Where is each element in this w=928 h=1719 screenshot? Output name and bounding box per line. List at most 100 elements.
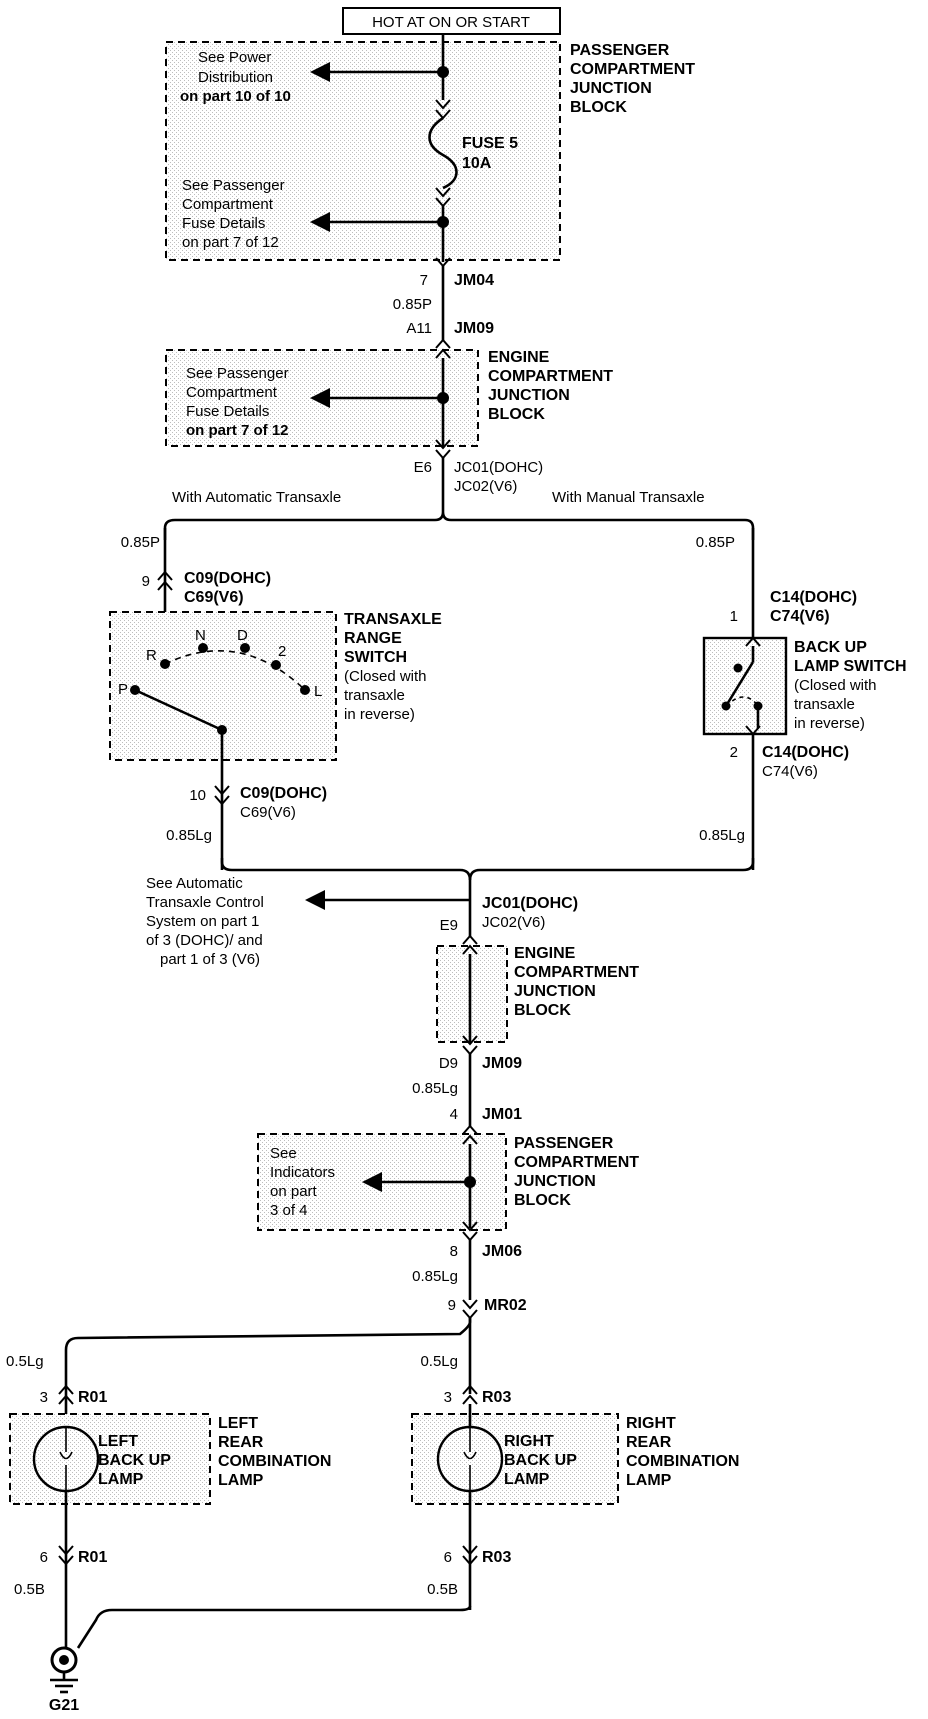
connector-chevron-icon	[435, 338, 451, 359]
switch-name-line: LAMP SWITCH	[794, 658, 907, 675]
connector-chevron-icon	[462, 934, 478, 955]
ecjb-top-name-line: BLOCK	[488, 406, 545, 423]
wire-branch-merge	[220, 858, 755, 881]
connector-label: JC02(V6)	[454, 478, 517, 495]
lamp-name-line: COMBINATION	[218, 1453, 331, 1470]
switch-name-line: BACK UP	[794, 639, 867, 656]
wire-right-to-ground	[76, 1605, 472, 1649]
fuse-icon	[428, 116, 458, 190]
fuse-rating: 10A	[462, 155, 492, 172]
contact-2	[271, 660, 281, 670]
ref-power-line: See Power	[198, 49, 271, 66]
wire-spec: 0.5Lg	[420, 1353, 458, 1370]
connector-chevron-icon	[157, 570, 173, 591]
ecjb-bottom-name-line: ENGINE	[514, 945, 576, 962]
position-label: L	[314, 683, 322, 700]
connector-label: C14(DOHC)	[762, 744, 849, 761]
pcjb-top-box	[165, 41, 561, 261]
ecjb-bottom-name: ENGINE COMPARTMENT JUNCTION BLOCK	[514, 945, 639, 1019]
wire-spec: 0.85P	[121, 534, 160, 551]
arrow-left-icon	[310, 62, 330, 82]
switch-blade	[134, 688, 223, 732]
back-up-switch-name: BACK UP LAMP SWITCH (Closed with transax…	[794, 639, 907, 732]
connector-chevron-icon	[462, 1384, 478, 1405]
pcjb-bottom-name-line: BLOCK	[514, 1192, 571, 1209]
lamp-label-line: BACK UP	[98, 1452, 171, 1469]
power-source-label: HOT AT ON OR START	[372, 14, 530, 31]
bulb-filament-icon	[463, 1427, 477, 1491]
ref-ind-line: Indicators	[270, 1164, 335, 1181]
ref-fuse-details-top[interactable]: See Passenger Compartment Fuse Details o…	[182, 177, 285, 251]
connector-chevron-icon	[58, 1384, 74, 1405]
connector-label: C69(V6)	[240, 804, 296, 821]
connector-chevron-icon	[214, 785, 230, 806]
wire-spec: 0.5B	[427, 1581, 458, 1598]
pcjb-top-name-line: JUNCTION	[570, 80, 652, 97]
fuse-name: FUSE 5	[462, 135, 518, 152]
contact-n	[198, 643, 208, 653]
ref-fuse-line: on part 7 of 12	[186, 422, 289, 439]
pcjb-top-name-line: BLOCK	[570, 99, 627, 116]
arrow-left-icon	[310, 212, 330, 232]
ref-fuse-line: Compartment	[182, 196, 274, 213]
pin-label: 8	[450, 1243, 458, 1260]
ref-fuse-line: Compartment	[186, 384, 278, 401]
lamp-label-line: LAMP	[504, 1471, 550, 1488]
pin-label: 9	[142, 573, 150, 590]
arrow-left-icon	[310, 388, 330, 408]
pcjb-bottom-name: PASSENGER COMPARTMENT JUNCTION BLOCK	[514, 1135, 639, 1209]
connector-label: R03	[482, 1549, 511, 1566]
right-combination-lamp-name: RIGHT REAR COMBINATION LAMP	[626, 1415, 739, 1489]
connector-chevron-icon	[462, 1545, 478, 1566]
ref-fuse-details-ecjb[interactable]: See Passenger Compartment Fuse Details o…	[186, 365, 289, 439]
pin-label: 2	[730, 744, 738, 761]
connector-label: JM06	[482, 1243, 522, 1260]
lamp-name-line: REAR	[626, 1434, 672, 1451]
connector-label: C74(V6)	[770, 608, 830, 625]
ref-power-line: Distribution	[198, 69, 273, 86]
connector-chevron-icon	[462, 1124, 478, 1145]
wire-spec: 0.85Lg	[412, 1080, 458, 1097]
wire-to-left-lamp	[64, 1318, 472, 1380]
switch-selector-arc	[164, 650, 306, 691]
lamp-name-line: REAR	[218, 1434, 264, 1451]
pin-label: 4	[450, 1106, 458, 1123]
connector-chevron-icon	[58, 1545, 74, 1566]
ref-atc-line: part 1 of 3 (V6)	[160, 951, 260, 968]
lamp-name-line: LEFT	[218, 1415, 258, 1432]
pin-label: E6	[414, 459, 432, 476]
ecjb-bottom-name-line: COMPARTMENT	[514, 964, 639, 981]
ref-ind-line: See	[270, 1145, 297, 1162]
pin-label: 3	[444, 1389, 452, 1406]
pin-label: 9	[448, 1297, 456, 1314]
pin-label: 1	[730, 608, 738, 625]
back-up-lamp-switch-box	[702, 636, 788, 736]
lamp-label-line: LAMP	[98, 1471, 144, 1488]
contact-l	[300, 685, 310, 695]
position-label: N	[195, 627, 206, 644]
connector-label: C14(DOHC)	[770, 589, 857, 606]
position-label: P	[118, 681, 128, 698]
pin-label: D9	[439, 1055, 458, 1072]
ecjb-top-name: ENGINE COMPARTMENT JUNCTION BLOCK	[488, 349, 613, 423]
connector-label: C09(DOHC)	[240, 785, 327, 802]
switch-blade	[724, 661, 755, 707]
lamp-label-line: RIGHT	[504, 1433, 554, 1450]
connector-label: R01	[78, 1389, 107, 1406]
ref-power-distribution[interactable]: See Power Distribution on part 10 of 10	[180, 49, 291, 105]
switch-name-line: (Closed with	[344, 668, 427, 685]
pin-label: E9	[440, 917, 458, 934]
wire-spec: 0.85Lg	[166, 827, 212, 844]
connector-label: C69(V6)	[184, 589, 244, 606]
bulb-filament-icon	[59, 1427, 73, 1491]
connector-label: JC01(DOHC)	[482, 895, 578, 912]
ref-power-line: on part 10 of 10	[180, 88, 291, 105]
ref-indicators[interactable]: See Indicators on part 3 of 4	[270, 1145, 335, 1219]
ref-atc-line: System on part 1	[146, 913, 259, 930]
pcjb-top-name-line: COMPARTMENT	[570, 61, 695, 78]
connector-label: JM09	[482, 1055, 522, 1072]
ref-automatic-transaxle-control[interactable]: See Automatic Transaxle Control System o…	[146, 875, 264, 968]
lamp-label-line: BACK UP	[504, 1452, 577, 1469]
